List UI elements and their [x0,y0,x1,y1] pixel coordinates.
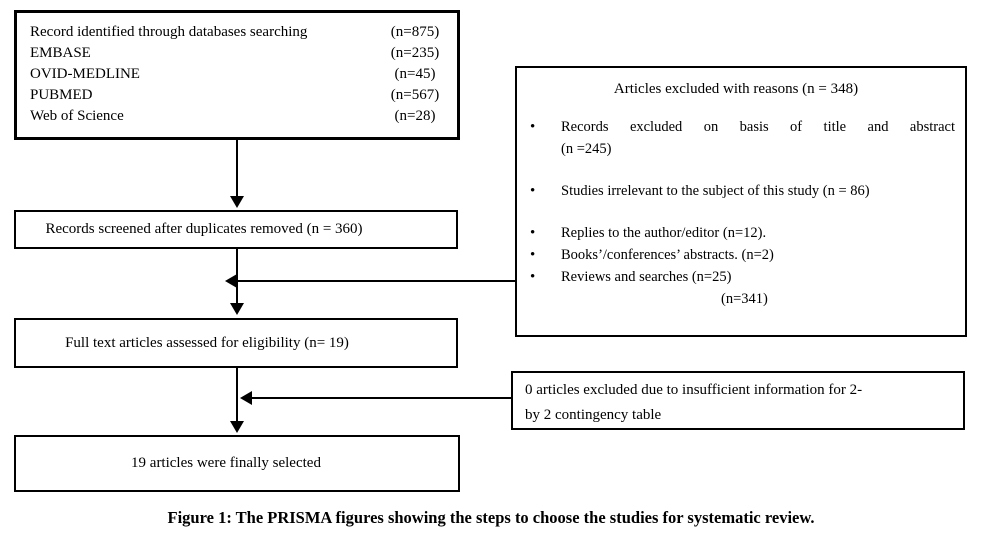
selected-box: 19 articles were finally selected [14,435,460,492]
database-count: (n=567) [390,87,440,103]
excluded-reason-item: Books’/conferences’ abstracts. (n=2) [517,244,955,266]
connector-line-excluded-reasons [237,280,515,282]
excluded-reasons-title: Articles excluded with reasons (n = 348) [613,81,859,97]
figure-caption: Figure 1: The PRISMA figures showing the… [167,508,815,527]
arrowhead-down-icon [230,196,244,208]
contingency-exclusion-box: 0 articles excluded due to insufficient … [511,371,965,430]
excluded-reason-line: Records excluded on basis of title and a… [561,119,955,135]
arrow-line-identification-to-screened [236,140,238,197]
eligibility-box: Full text articles assessed for eligibil… [14,318,458,368]
excluded-reason-item: Studies irrelevant to the subject of thi… [517,180,955,202]
arrow-line-eligibility-to-selected [236,368,238,422]
eligibility-text: Full text articles assessed for eligibil… [65,334,349,351]
arrowhead-left-icon [225,274,237,288]
arrowhead-left-icon [240,391,252,405]
database-label: OVID-MEDLINE [30,66,140,82]
excluded-reasons-box: Articles excluded with reasons (n = 348)… [515,66,967,337]
database-label: Web of Science [30,108,124,124]
arrowhead-down-icon [230,303,244,315]
connector-line-contingency [252,397,511,399]
arrowhead-down-icon [230,421,244,433]
excluded-reason-item: Records excluded on basis of title and a… [517,116,955,160]
database-count: (n=28) [394,108,436,124]
database-label: PUBMED [30,87,93,103]
excluded-reason-count: (n =245) [561,141,612,157]
excluded-reason-line: Reviews and searches (n=25) [561,269,732,285]
excluded-reason-item: Replies to the author/editor (n=12). [517,222,955,244]
database-row: OVID-MEDLINE (n=45) [30,64,451,85]
database-count: (n=45) [394,66,436,82]
screened-box: Records screened after duplicates remove… [14,210,458,249]
database-label: Record identified through databases sear… [30,24,308,40]
contingency-line: 0 articles excluded due to insufficient … [525,382,863,398]
database-row: EMBASE (n=235) [30,43,451,64]
excluded-reason-item: Reviews and searches (n=25) (n=341) [517,266,955,310]
arrow-line-screened-to-eligibility [236,249,238,304]
database-count: (n=875) [390,24,440,40]
database-row: PUBMED (n=567) [30,85,451,106]
database-row: Record identified through databases sear… [30,22,451,43]
identification-box: Record identified through databases sear… [14,10,460,140]
selected-text: 19 articles were finally selected [131,455,321,471]
screened-text: Records screened after duplicates remove… [45,221,363,237]
database-count: (n=235) [390,45,440,61]
contingency-line: by 2 contingency table [525,407,662,423]
database-row: Web of Science (n=28) [30,106,451,127]
excluded-reason-count: (n=341) [721,291,768,307]
database-label: EMBASE [30,45,91,61]
